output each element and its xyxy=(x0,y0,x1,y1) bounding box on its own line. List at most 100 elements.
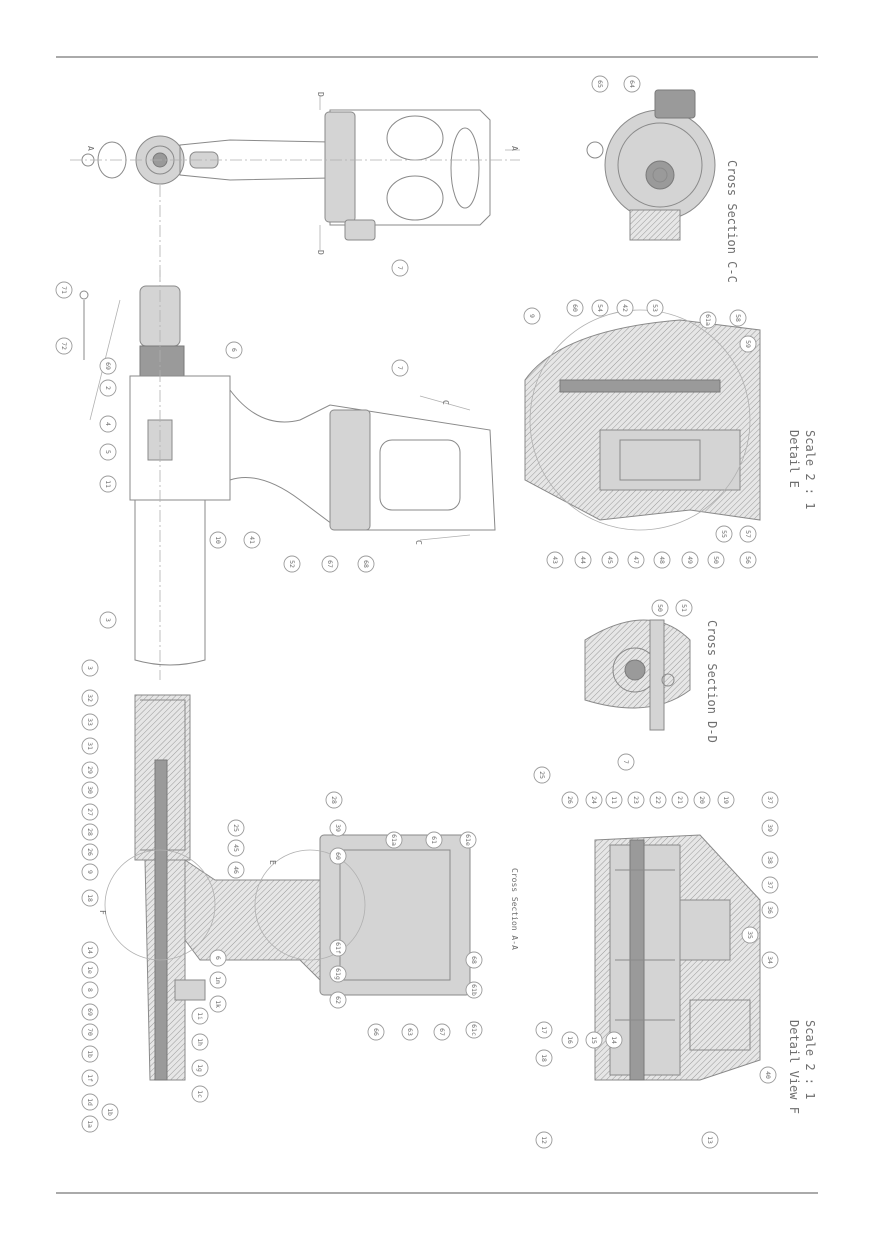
callout-number: 1m xyxy=(214,976,222,984)
callout-detail-f-11: 11 xyxy=(605,791,623,809)
callout-balloon xyxy=(227,839,245,857)
callout-number: 14 xyxy=(610,1036,618,1044)
callout-number: 7 xyxy=(396,266,404,270)
callout-detail-e-59: 59 xyxy=(739,335,757,353)
callout-number: 67 xyxy=(326,560,334,568)
callout-detail-f-34: 34 xyxy=(761,951,779,969)
callout-number: 7 xyxy=(396,366,404,370)
callout-detail-f-13: 13 xyxy=(701,1131,719,1149)
callout-balloon xyxy=(535,1131,553,1149)
callout-balloon xyxy=(81,689,99,707)
callout-top-view-5: 5 xyxy=(99,443,117,461)
callout-balloon xyxy=(561,1031,579,1049)
callout-detail-f-26: 26 xyxy=(561,791,579,809)
callout-number: 12 xyxy=(540,1136,548,1144)
callout-balloon xyxy=(741,926,759,944)
callout-detail-f-36: 36 xyxy=(761,901,779,919)
callout-number: 31 xyxy=(86,742,94,750)
callout-number: 72 xyxy=(60,342,68,350)
callout-balloon xyxy=(693,791,711,809)
callout-balloon xyxy=(761,901,779,919)
callout-number: 64 xyxy=(628,80,636,88)
callout-section-aa-6: 6 xyxy=(209,949,227,967)
callout-balloon xyxy=(465,981,483,999)
callout-balloon xyxy=(653,551,671,569)
callout-number: 1c xyxy=(196,1090,204,1098)
callout-balloon xyxy=(81,781,99,799)
callout-number: 56 xyxy=(744,556,752,564)
callout-number: 62 xyxy=(334,996,342,1004)
callout-detail-f-24: 24 xyxy=(585,791,603,809)
callout-balloon xyxy=(646,299,664,317)
callout-number: 59 xyxy=(744,340,752,348)
callout-section-aa-33: 33 xyxy=(81,713,99,731)
cross-section-cc-caption: Cross Section C-C xyxy=(725,160,739,283)
callout-balloon xyxy=(465,1021,483,1039)
cross-section-dd-caption: Cross Section D-D xyxy=(705,620,719,743)
callout-detail-e-49: 49 xyxy=(681,551,699,569)
section-dd-drawing xyxy=(584,619,691,731)
callout-number: 39 xyxy=(766,824,774,832)
callout-balloon xyxy=(191,1059,209,1077)
callout-balloon xyxy=(651,599,669,617)
callout-section-aa-1g: 1g xyxy=(191,1059,209,1077)
callout-number: 3 xyxy=(86,666,94,670)
callout-balloon xyxy=(191,1007,209,1025)
callout-top-view-71: 71 xyxy=(55,281,73,299)
callout-balloon xyxy=(717,791,735,809)
callout-balloon xyxy=(329,965,347,983)
callout-balloon xyxy=(601,551,619,569)
callout-number: 46 xyxy=(232,866,240,874)
callout-balloon xyxy=(99,379,117,397)
callout-number: 39 xyxy=(334,824,342,832)
callout-detail-f-21: 21 xyxy=(671,791,689,809)
callout-section-aa-25: 25 xyxy=(227,819,245,837)
callout-detail-e-48: 48 xyxy=(653,551,671,569)
callout-balloon xyxy=(283,555,301,573)
callout-number: 55 xyxy=(720,530,728,538)
callout-balloon xyxy=(81,1003,99,1021)
callout-top-view-7: 7 xyxy=(391,359,409,377)
callout-number: 26 xyxy=(566,796,574,804)
callout-detail-f-37: 37 xyxy=(761,791,779,809)
callout-balloon xyxy=(99,611,117,629)
callout-detail-e-58: 58 xyxy=(729,309,747,327)
callout-balloon xyxy=(761,876,779,894)
callout-balloon xyxy=(617,753,635,771)
callout-balloon xyxy=(209,971,227,989)
detail-e-title: Detail E xyxy=(787,430,801,488)
callout-detail-e-61a: 61a xyxy=(699,311,717,329)
callout-section-aa-62: 62 xyxy=(329,991,347,1009)
callout-balloon xyxy=(81,1045,99,1063)
callout-number: 28 xyxy=(86,828,94,836)
callout-number: 16 xyxy=(566,1036,574,1044)
callout-section-aa-3: 3 xyxy=(81,659,99,677)
callout-number: 58 xyxy=(734,314,742,322)
callout-number: 37 xyxy=(766,881,774,889)
callout-number: 30 xyxy=(86,786,94,794)
callout-detail-e-54: 54 xyxy=(591,299,609,317)
callout-balloon xyxy=(209,531,227,549)
callout-number: 65 xyxy=(596,80,604,88)
callout-top-view-3: 3 xyxy=(99,611,117,629)
callout-detail-e-53: 53 xyxy=(646,299,664,317)
callout-section-aa-29: 29 xyxy=(81,761,99,779)
callout-number: 68 xyxy=(470,956,478,964)
callout-number: 5 xyxy=(104,450,112,454)
callout-balloon xyxy=(191,1085,209,1103)
callout-section-aa-18: 18 xyxy=(81,889,99,907)
callout-balloon xyxy=(605,791,623,809)
callout-number: 42 xyxy=(621,304,629,312)
callout-section-aa-61f: 61f xyxy=(329,939,347,957)
callout-section-aa-1f: 1f xyxy=(81,1069,99,1087)
callout-balloon xyxy=(99,357,117,375)
callout-balloon xyxy=(739,525,757,543)
callout-balloon xyxy=(209,995,227,1013)
callout-detail-e-56: 56 xyxy=(739,551,757,569)
callout-balloon xyxy=(385,831,403,849)
callout-section-aa-39: 39 xyxy=(329,819,347,837)
callout-number: 37 xyxy=(766,796,774,804)
callout-balloon xyxy=(523,307,541,325)
callout-number: 60 xyxy=(571,304,579,312)
callout-top-view-72: 72 xyxy=(55,337,73,355)
